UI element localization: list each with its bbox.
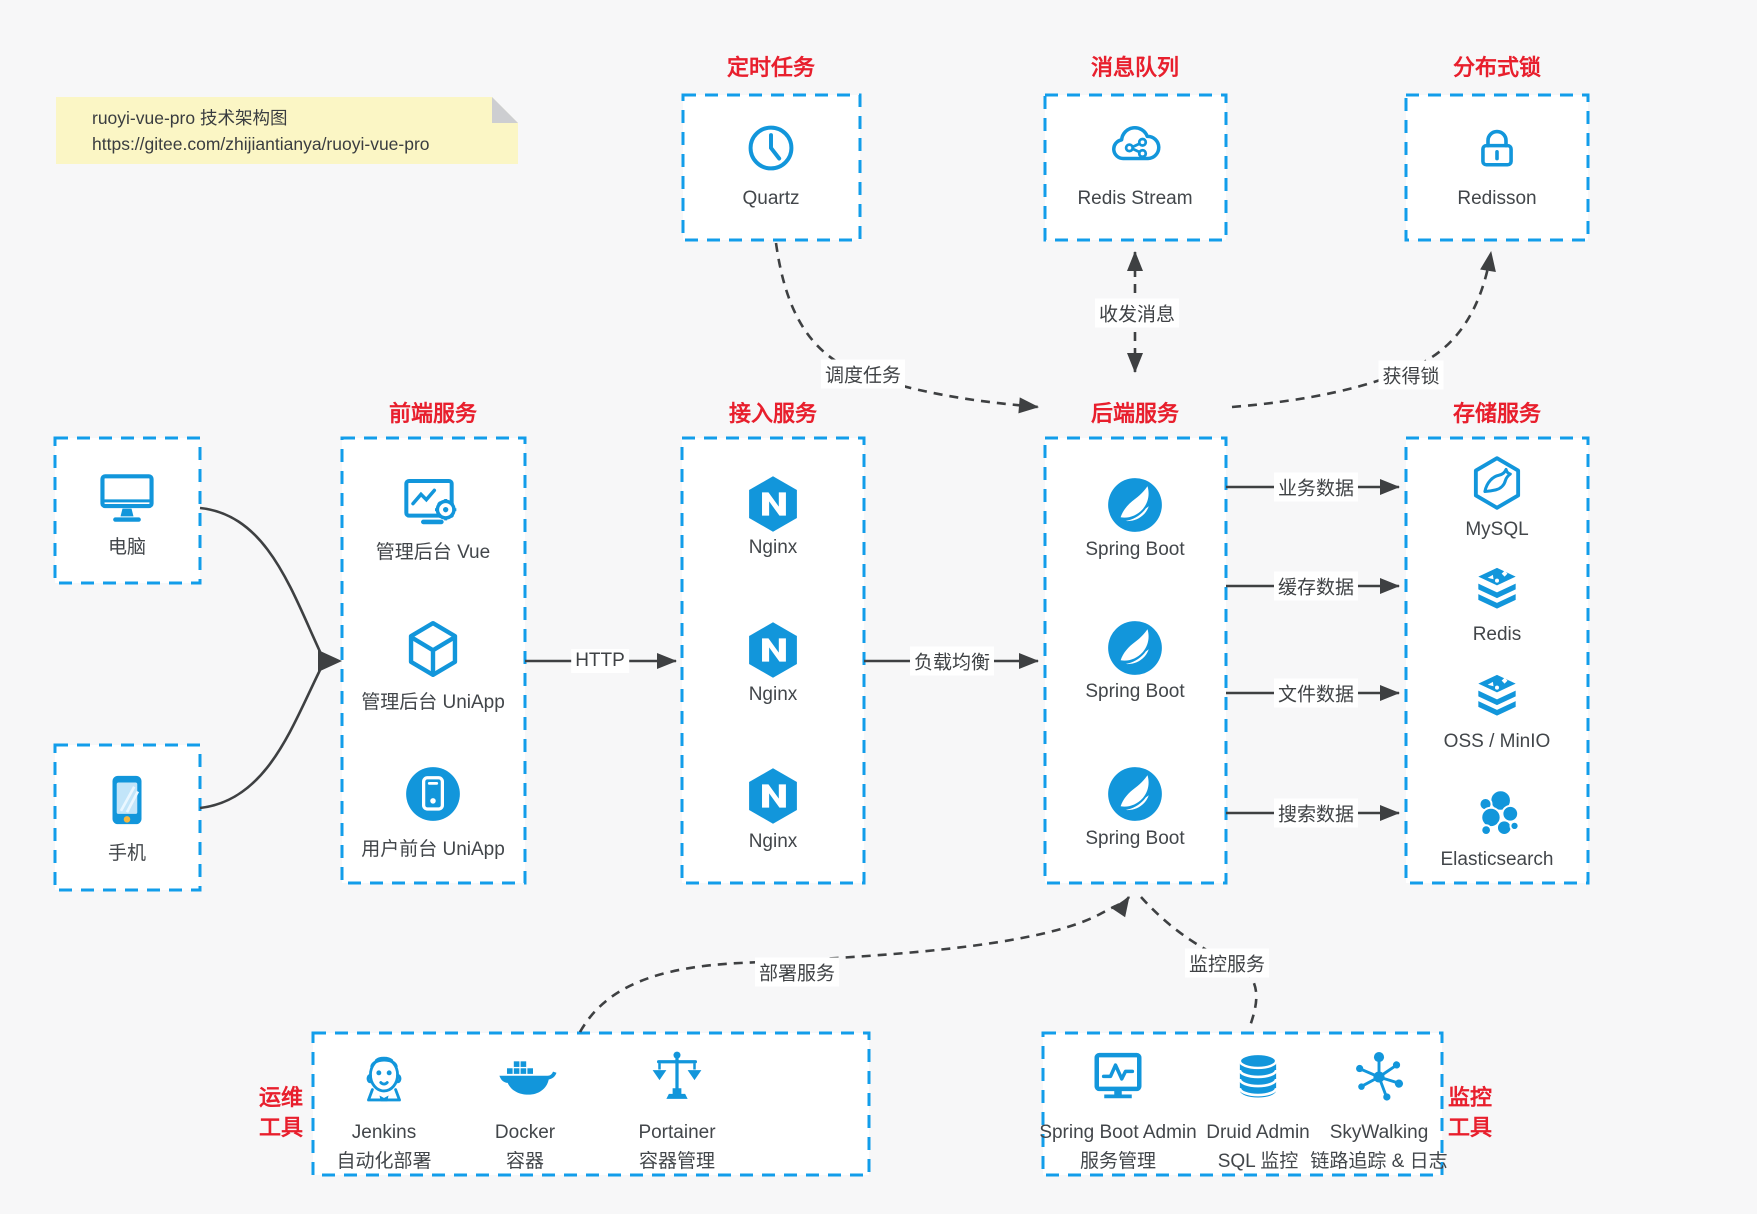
title-storage: 存储服务: [1452, 401, 1541, 426]
edge-phone-to-frontend: [199, 665, 324, 810]
edge-label-biz-data: 业务数据: [1273, 472, 1359, 502]
node-label-docker: Docker: [494, 1122, 556, 1143]
edge-get-lock: [1231, 251, 1496, 409]
title-frontend: 前端服务: [388, 401, 477, 426]
node-label-redis: Redis: [1472, 624, 1522, 645]
node-label-springboot-3: Spring Boot: [1085, 828, 1185, 849]
title-backend: 后端服务: [1090, 401, 1179, 426]
edge-label-cache-data: 缓存数据: [1273, 571, 1359, 601]
edge-label-load-balance: 负载均衡: [909, 646, 995, 676]
note-fold-icon: [492, 97, 518, 123]
side-label-monitor-1: 监控: [1447, 1085, 1492, 1110]
node-sublabel-docker: 容器: [505, 1151, 544, 1172]
clock-icon: [748, 125, 794, 171]
jenkins-icon: [366, 1056, 402, 1103]
node-label-user-uniapp: 用户前台 UniApp: [361, 839, 505, 860]
node-label-oss-minio: OSS / MinIO: [1443, 731, 1551, 752]
elasticsearch-icon: [1478, 789, 1520, 836]
skywalking-icon: [1354, 1050, 1405, 1103]
node-label-portainer: Portainer: [638, 1122, 716, 1143]
side-label-devops-2: 工具: [258, 1115, 303, 1140]
node-label-jenkins: Jenkins: [351, 1122, 417, 1143]
cloud-share-icon: [1112, 125, 1161, 161]
mysql-icon: [1473, 456, 1521, 510]
edge-label-http: HTTP: [571, 649, 629, 673]
sticky-note: ruoyi-vue-pro 技术架构图 https://gitee.com/zh…: [56, 97, 518, 164]
spring-boot-admin-icon: [1088, 1047, 1148, 1107]
oss-icon: [1478, 674, 1516, 716]
node-label-pc: 电脑: [107, 537, 146, 558]
note-title: ruoyi-vue-pro 技术架构图: [92, 108, 288, 128]
box-devops-tools: [311, 1031, 871, 1177]
node-label-nginx-1: Nginx: [748, 537, 798, 558]
nginx-icon: [749, 476, 797, 532]
merge-arrowhead: [318, 650, 342, 672]
nginx-icon: [749, 768, 797, 824]
spring-icon: [1108, 621, 1162, 675]
mobile-app-icon: [404, 765, 462, 823]
edge-label-schedule: 调度任务: [820, 359, 906, 389]
phone-icon: [111, 774, 143, 826]
node-label-sba: Spring Boot Admin: [1039, 1122, 1197, 1143]
edge-label-file-data: 文件数据: [1273, 678, 1359, 708]
node-label-redisson: Redisson: [1457, 188, 1537, 209]
title-message-queue: 消息队列: [1090, 55, 1179, 80]
node-label-mysql: MySQL: [1465, 519, 1529, 540]
spring-icon: [1108, 478, 1162, 532]
node-label-springboot-1: Spring Boot: [1085, 539, 1185, 560]
portainer-icon: [651, 1050, 703, 1101]
node-label-nginx-3: Nginx: [748, 831, 798, 852]
node-label-elasticsearch: Elasticsearch: [1440, 849, 1554, 870]
redis-icon: [1478, 567, 1516, 609]
title-scheduled-task: 定时任务: [726, 55, 815, 80]
node-sublabel-jenkins: 自动化部署: [336, 1151, 432, 1172]
uniapp-cube-icon: [402, 618, 464, 680]
title-gateway: 接入服务: [728, 401, 817, 426]
desktop-icon: [96, 466, 158, 528]
node-sublabel-druid: SQL 监控: [1217, 1151, 1299, 1172]
lock-icon: [1481, 129, 1513, 167]
edge-label-message: 收发消息: [1094, 298, 1180, 328]
side-label-devops-1: 运维: [258, 1085, 303, 1110]
edge-pc-to-frontend: [199, 506, 324, 657]
edge-label-monitor: 监控服务: [1184, 948, 1270, 978]
edge-monitor-service: [1140, 896, 1258, 1030]
druid-icon: [1238, 1052, 1278, 1099]
node-label-admin-vue: 管理后台 Vue: [375, 542, 491, 563]
node-label-admin-uniapp: 管理后台 UniApp: [361, 692, 505, 713]
node-label-phone: 手机: [107, 843, 146, 864]
spring-icon: [1108, 767, 1162, 821]
note-url: https://gitee.com/zhijiantianya/ruoyi-vu…: [92, 134, 430, 154]
edge-label-deploy: 部署服务: [754, 957, 840, 987]
node-sublabel-sba: 服务管理: [1079, 1151, 1156, 1172]
edge-deploy-service: [578, 896, 1131, 1033]
node-label-nginx-2: Nginx: [748, 684, 798, 705]
nginx-icon: [749, 622, 797, 678]
edge-label-get-lock: 获得锁: [1378, 360, 1444, 390]
admin-vue-icon: [404, 479, 459, 527]
title-distributed-lock: 分布式锁: [1452, 55, 1541, 80]
docker-icon: [499, 1061, 557, 1095]
node-label-quartz: Quartz: [742, 188, 800, 209]
box-distributed-lock: [1404, 93, 1590, 242]
node-sublabel-portainer: 容器管理: [638, 1151, 715, 1172]
node-label-springboot-2: Spring Boot: [1085, 681, 1185, 702]
node-label-skywalking: SkyWalking: [1329, 1122, 1429, 1143]
node-label-redis-stream: Redis Stream: [1077, 188, 1193, 209]
edge-schedule-task: [774, 242, 1039, 414]
edge-label-search-data: 搜索数据: [1273, 798, 1359, 828]
node-sublabel-skywalking: 链路追踪 & 日志: [1310, 1151, 1448, 1172]
side-label-monitor-2: 工具: [1447, 1115, 1492, 1140]
node-label-druid: Druid Admin: [1206, 1122, 1310, 1143]
box-message-queue: [1043, 93, 1228, 242]
